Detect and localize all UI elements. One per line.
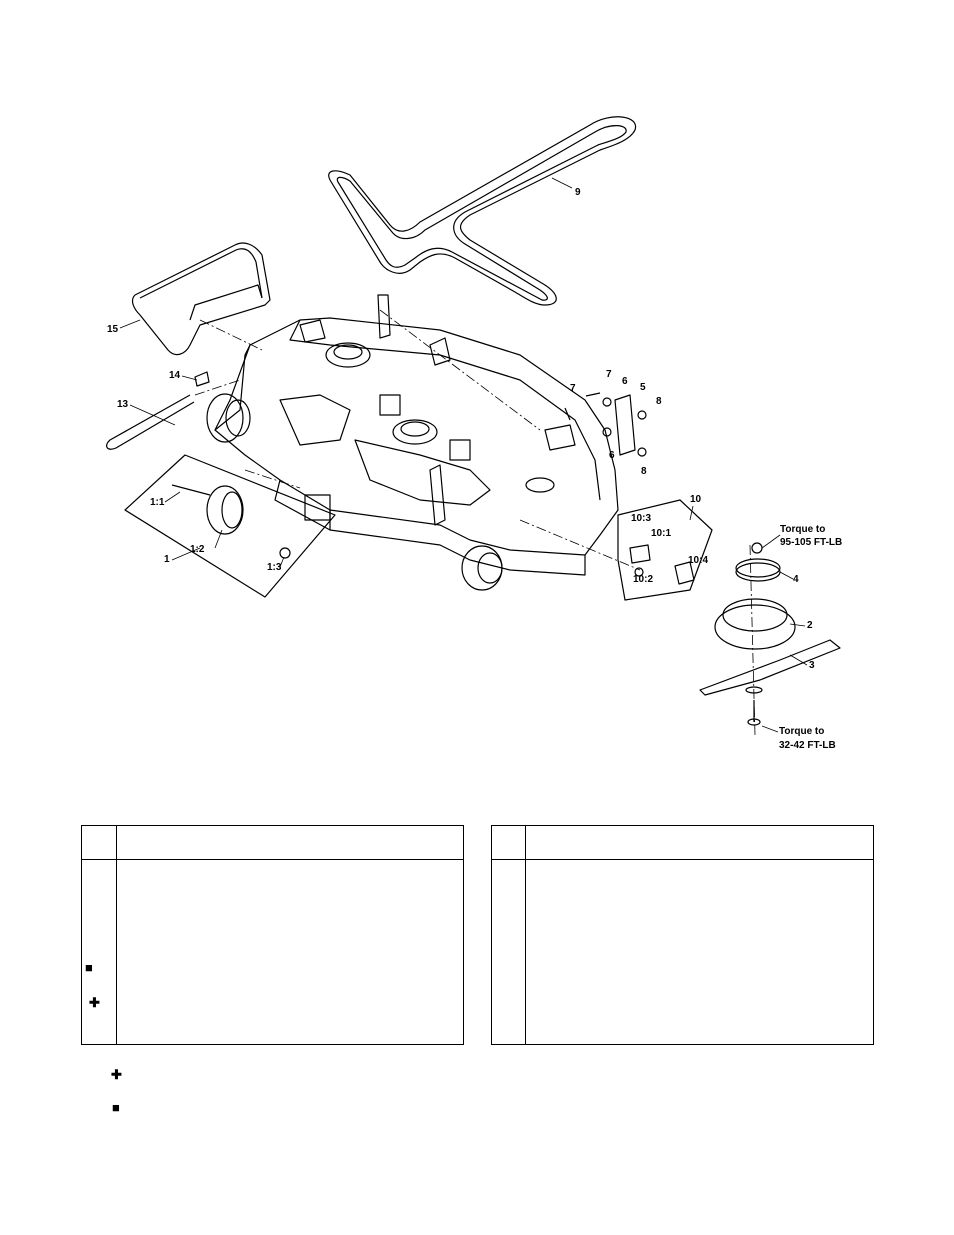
idler-bracket-hardware [564,392,647,457]
callout-10-2: 10:2 [633,574,653,585]
parts-table-left-header [82,826,463,860]
parts-table-right-header [492,826,873,860]
callout-15: 15 [107,324,119,335]
mower-deck-part [214,294,619,576]
callout-2: 2 [807,620,813,631]
callout-6-top: 6 [622,376,628,387]
parts-table-left-divider [116,826,117,1044]
callout-1-2: 1:2 [190,544,205,555]
parts-table-left: ■ ✚ [81,825,464,1045]
belt-part [328,116,637,306]
wheel-kit-box [124,454,336,598]
torque-top-line1: Torque to [780,524,825,535]
plus-marker: ✚ [89,995,100,1010]
torque-top-line2: 95-105 FT-LB [780,537,842,548]
parts-table-right [491,825,874,1045]
footnote-square-marker: ■ [112,1100,120,1115]
callout-10-4: 10:4 [688,555,708,566]
callout-10: 10 [690,494,702,505]
parts-table-right-divider [525,826,526,1044]
callout-9: 9 [575,187,581,198]
callout-1-3: 1:3 [267,562,282,573]
discharge-chute-part [131,242,271,356]
callout-8-bottom: 8 [641,466,647,477]
callout-5: 5 [640,382,646,393]
callout-13: 13 [117,399,129,410]
footnote-plus-marker: ✚ [111,1067,122,1082]
callout-1-1: 1:1 [150,497,165,508]
deck-exploded-diagram: 9 15 14 13 1:1 1:2 1 1:3 7 7 6 5 8 6 8 1… [106,116,842,751]
wheel-parts [206,393,503,591]
callout-7-left: 7 [570,383,576,394]
callout-10-1: 10:1 [651,528,671,539]
rod-part [106,394,195,450]
spindle-assembly [699,542,841,726]
torque-bottom-line2: 32-42 FT-LB [779,740,836,751]
callout-14: 14 [169,370,181,381]
square-marker: ■ [85,960,93,975]
callout-4: 4 [793,574,799,585]
callout-10-3: 10:3 [631,513,651,524]
callout-6-bottom: 6 [609,450,615,461]
callout-8-top: 8 [656,396,662,407]
callout-3: 3 [809,660,815,671]
torque-bottom-line1: Torque to [779,726,824,737]
spring-part [194,371,210,387]
callout-1: 1 [164,554,170,565]
callout-7-right: 7 [606,369,612,380]
bearing-kit-box [617,499,713,601]
